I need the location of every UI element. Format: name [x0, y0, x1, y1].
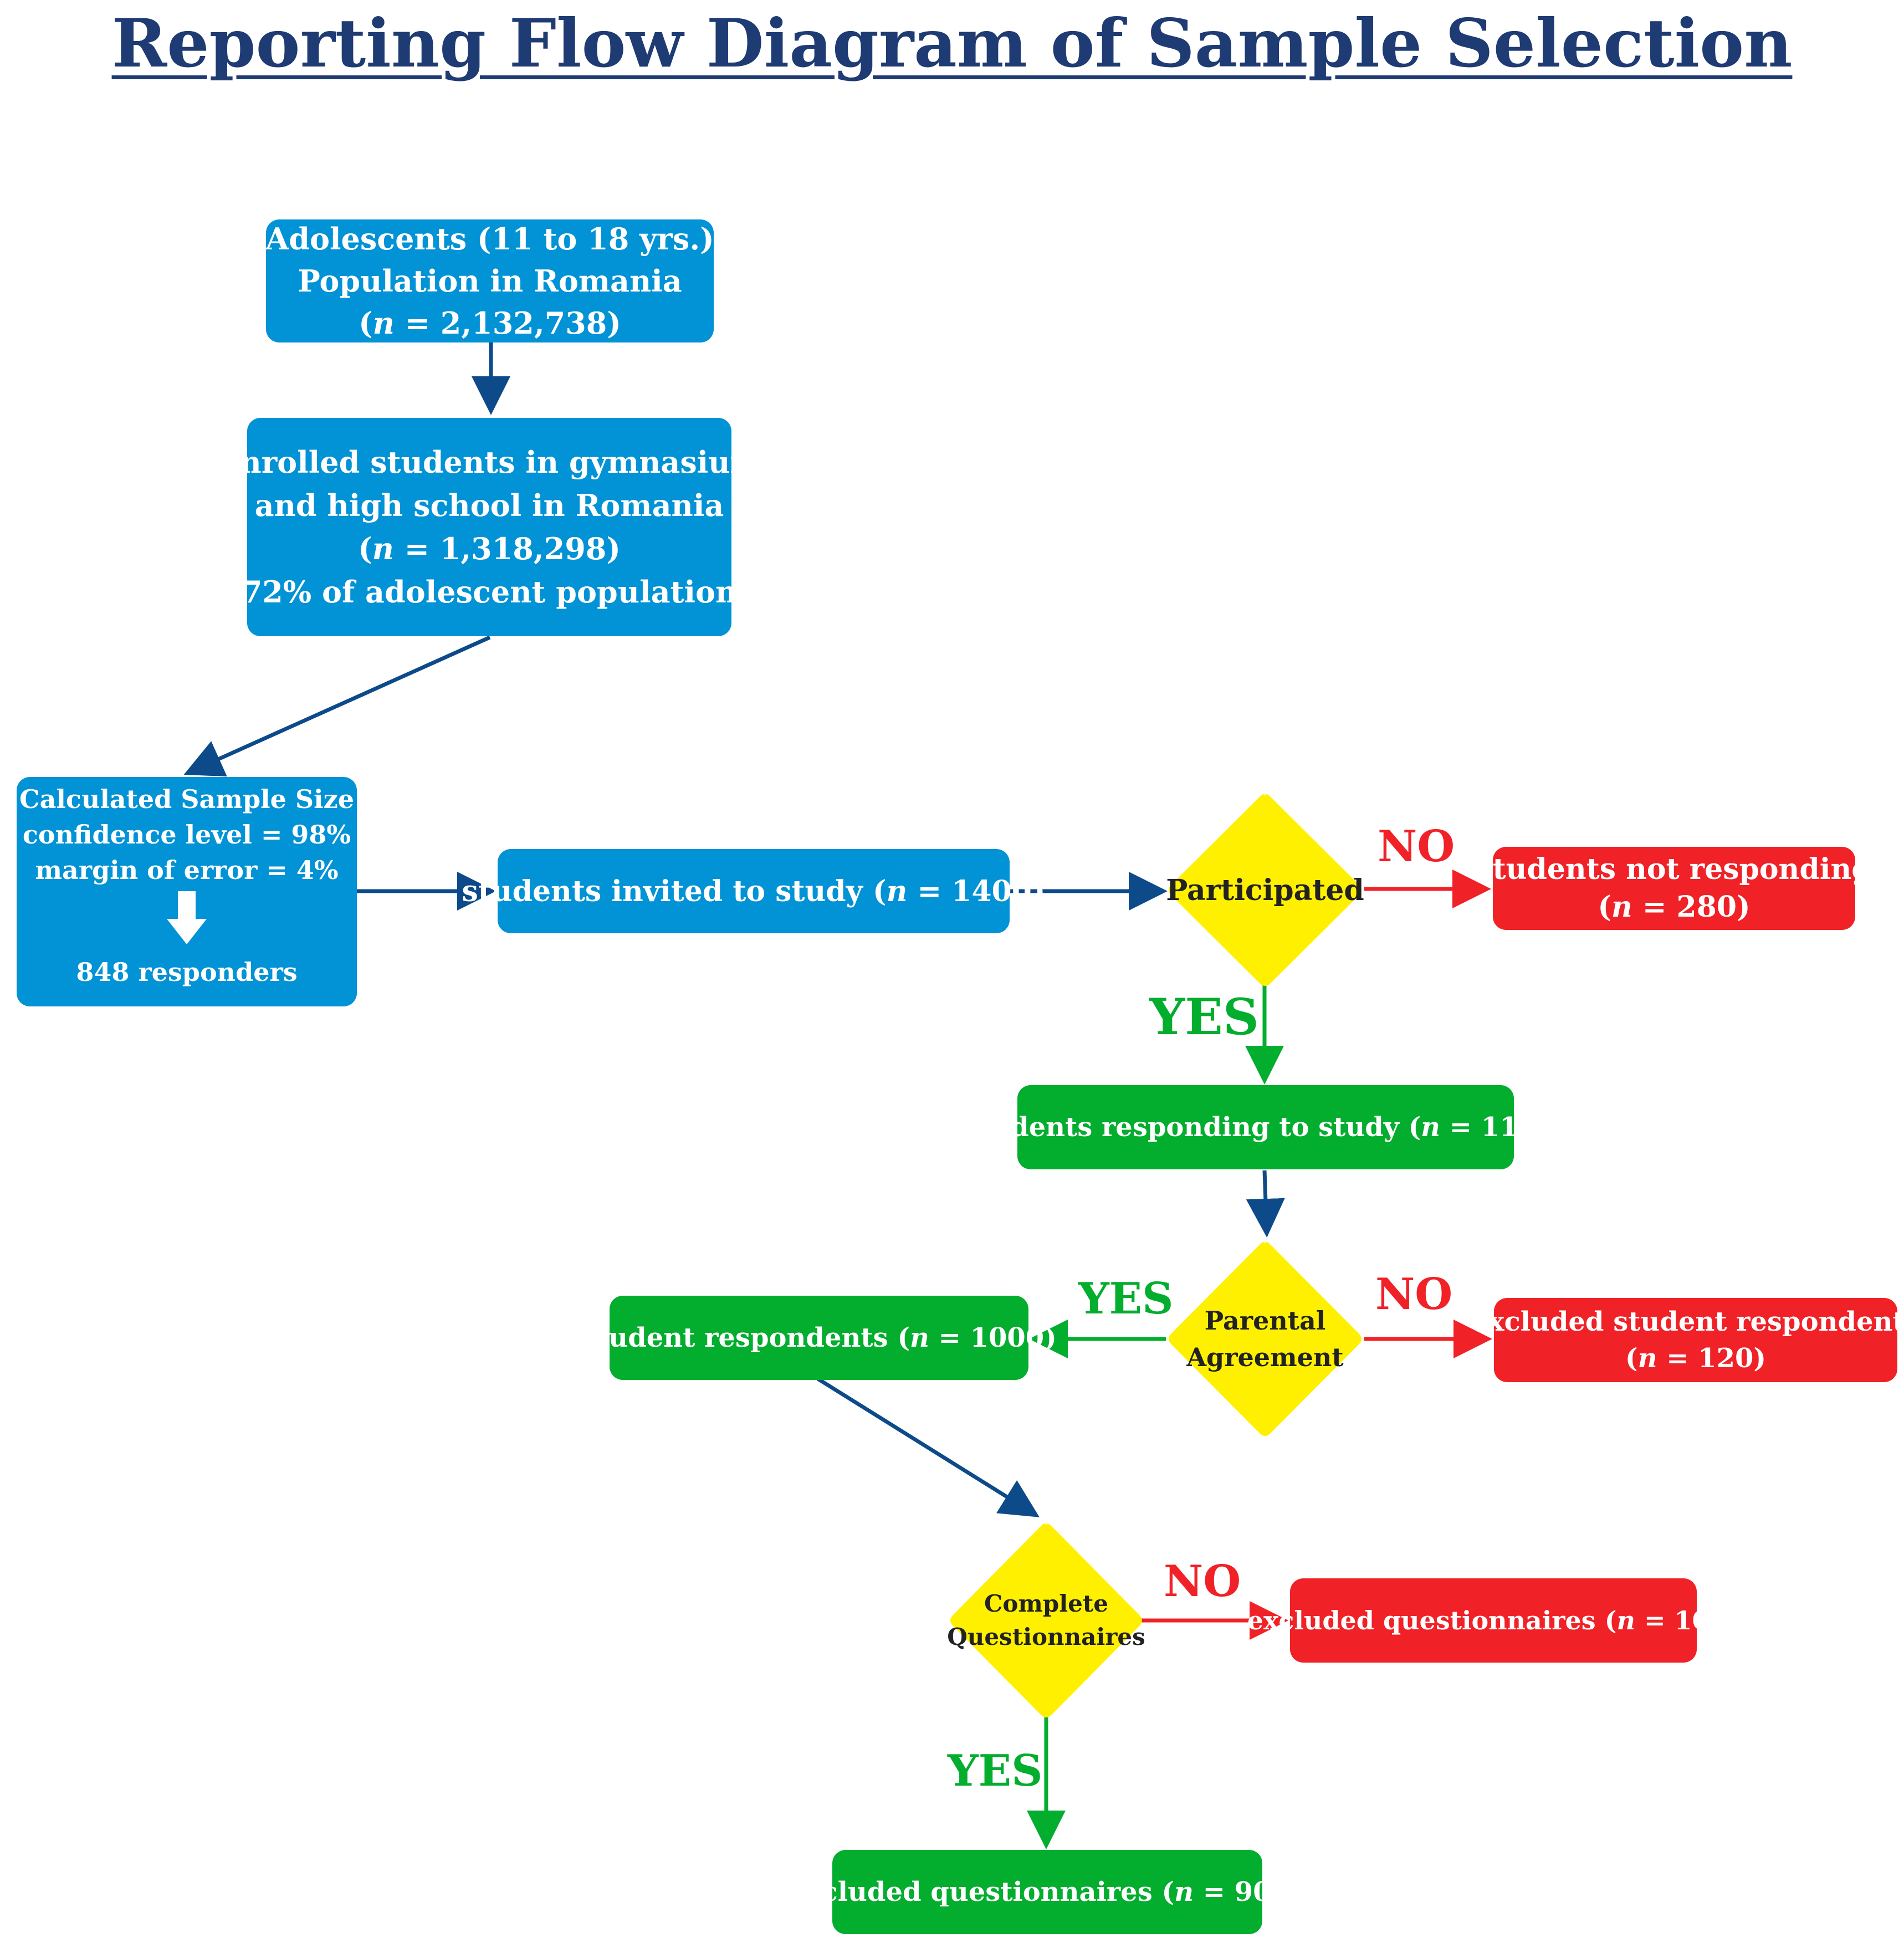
sample-size-box: Calculated Sample Size confidence level … [17, 777, 357, 1006]
sample-size-line-1: Calculated Sample Size [19, 784, 355, 814]
parental-agreement-decision: Parental Agreement [1166, 1239, 1364, 1439]
parental-line-2: Agreement [1186, 1342, 1344, 1372]
invited-box: students invited to study (n = 1400) [462, 849, 1045, 933]
excluded-questionnaires-box: excluded questionnaires (n = 100) [1247, 1578, 1739, 1663]
population-count: (n = 2,132,738) [359, 305, 621, 341]
arrow-respondents-to-complete [817, 1377, 1040, 1517]
participated-label: Participated [1166, 873, 1364, 907]
invited-label: students invited to study (n = 1400) [462, 874, 1046, 908]
enrolled-count: (n = 1,318,298) [358, 531, 621, 566]
diagram-title: Reporting Flow Diagram of Sample Selecti… [0, 4, 1904, 83]
diagram-title-text: Reporting Flow Diagram of Sample Selecti… [111, 4, 1793, 83]
population-box: Adolescents (11 to 18 yrs.) Population i… [265, 219, 714, 342]
sample-size-line-2: confidence level = 98% [22, 820, 351, 850]
excluded-respondents-count: (n = 120) [1625, 1343, 1767, 1374]
arrow-responding-to-parental [1246, 1170, 1285, 1238]
parental-line-1: Parental [1204, 1306, 1326, 1336]
responding-box: students responding to study (n = 1120) [964, 1085, 1568, 1169]
parental-no-label: NO [1375, 1269, 1453, 1320]
not-responding-line-1: students not responding [1476, 852, 1872, 886]
arrow-enrolled-to-sample [183, 635, 491, 777]
excluded-questionnaires-label: excluded questionnaires (n = 100) [1247, 1606, 1740, 1635]
complete-yes-label: YES [948, 1746, 1043, 1796]
respondents-box: student respondents (n = 1000) [581, 1296, 1057, 1380]
parental-yes-label: YES [1078, 1274, 1174, 1324]
down-arrow-icon [167, 891, 207, 944]
included-label: included questionnaires (n = 900) [792, 1877, 1303, 1908]
not-responding-box: students not responding (n = 280) [1476, 847, 1872, 930]
responding-label: students responding to study (n = 1120) [963, 1112, 1568, 1143]
enrolled-line-4: (72% of adolescent population) [227, 574, 751, 610]
complete-questionnaires-decision: Complete Questionnaires [947, 1521, 1145, 1720]
excluded-respondents-box: excluded student respondents (n = 120) [1471, 1298, 1904, 1382]
excluded-respondents-line-1: excluded student respondents [1471, 1306, 1904, 1337]
population-line-2: Population in Romania [298, 263, 682, 299]
participated-yes-label: YES [1149, 988, 1259, 1046]
respondents-label: student respondents (n = 1000) [581, 1322, 1057, 1353]
complete-no-label: NO [1164, 1556, 1241, 1607]
complete-line-2: Questionnaires [947, 1623, 1145, 1650]
included-box: included questionnaires (n = 900) [792, 1850, 1303, 1934]
sample-size-line-4: 848 responders [76, 957, 298, 987]
enrolled-box: Enrolled students in gymnasium and high … [217, 418, 762, 636]
enrolled-line-1: Enrolled students in gymnasium [217, 444, 762, 480]
complete-line-1: Complete [984, 1590, 1109, 1617]
population-line-1: Adolescents (11 to 18 yrs.) [265, 221, 714, 257]
enrolled-line-2: and high school in Romania [254, 488, 724, 523]
sample-size-line-3: margin of error = 4% [35, 855, 339, 885]
participated-decision: Participated [1166, 791, 1364, 989]
participated-no-label: NO [1378, 821, 1455, 872]
not-responding-count: (n = 280) [1598, 890, 1751, 924]
